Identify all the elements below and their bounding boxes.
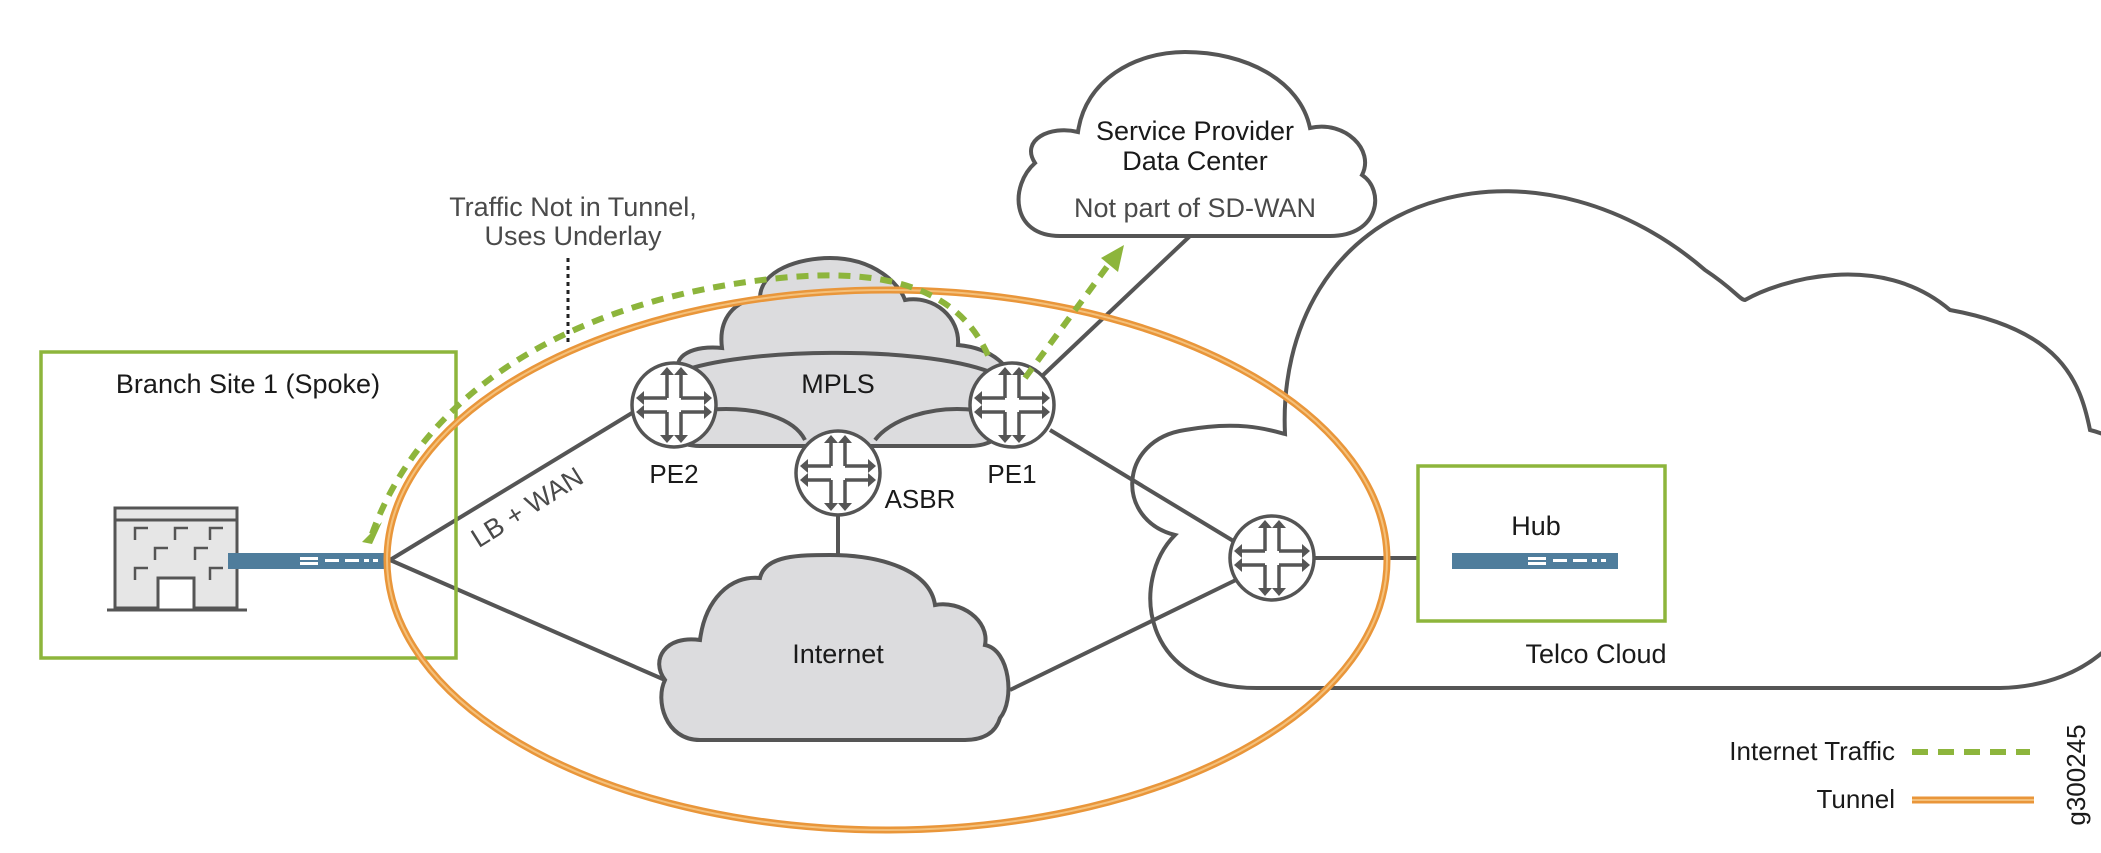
link-pe1-dc [1038, 234, 1192, 380]
branch-site-label: Branch Site 1 (Spoke) [116, 369, 380, 399]
link-internet-gateway [1009, 576, 1241, 692]
building-icon [107, 506, 247, 612]
tunnel-path-highlight [386, 289, 1388, 831]
router-icon-asbr [794, 429, 882, 517]
callout-line1: Traffic Not in Tunnel, [449, 192, 697, 222]
mpls-label: MPLS [801, 369, 875, 399]
legend-tunnel-label: Tunnel [1816, 784, 1895, 814]
hub-sd-wan-device-icon [1452, 553, 1618, 569]
internet-traffic-arrowhead-dc [1101, 245, 1124, 272]
internet-traffic-arrowhead-branch [362, 522, 382, 544]
router-icon-pe2 [630, 361, 718, 449]
telco-cloud-label: Telco Cloud [1525, 639, 1666, 669]
hub-box [1416, 464, 1667, 623]
internet-traffic-path [369, 272, 993, 536]
hub-label: Hub [1511, 511, 1561, 541]
router-icon-gateway [1228, 514, 1316, 602]
mpls-cloud-lower-right [873, 407, 976, 442]
service-provider-cloud [1016, 49, 1378, 238]
router-icon-pe1 [968, 361, 1056, 449]
internet-cloud [657, 552, 1011, 742]
asbr-label: ASBR [885, 484, 956, 514]
branch-site-box [39, 350, 458, 660]
service-provider-title-line2: Data Center [1122, 146, 1268, 176]
mpls-cloud-lower-left [704, 407, 807, 442]
telco-cloud [1130, 189, 2101, 691]
mpls-cloud-rim [679, 350, 991, 374]
internet-traffic-path-dc [1022, 258, 1115, 380]
service-provider-title-line1: Service Provider [1096, 116, 1294, 146]
legend-internet-traffic-label: Internet Traffic [1729, 736, 1895, 766]
link-branch-internet [389, 558, 666, 682]
internet-label: Internet [792, 639, 884, 669]
link-branch-pe2 [388, 411, 634, 562]
branch-sd-wan-device-icon [228, 553, 390, 569]
service-provider-note: Not part of SD-WAN [1074, 193, 1316, 223]
callout-line2: Uses Underlay [484, 221, 662, 251]
pe2-label: PE2 [649, 459, 698, 489]
link-pe1-gateway [1048, 428, 1242, 547]
pe1-label: PE1 [987, 459, 1036, 489]
figure-id: g300245 [2061, 724, 2091, 825]
